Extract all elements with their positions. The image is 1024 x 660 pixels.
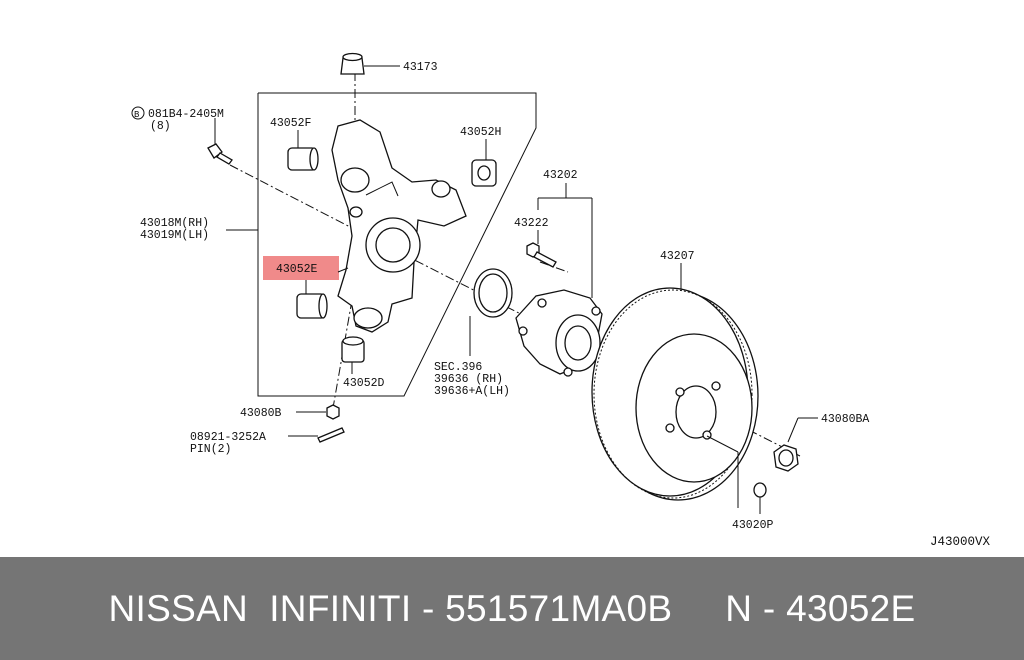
exploded-view: 43173 B 081B4-2405M (8) 43052F 43052H 43…	[131, 52, 991, 549]
label-bolt-qty: (8)	[150, 120, 171, 133]
bushing-43052E	[296, 293, 328, 319]
cotter-pin	[317, 427, 345, 443]
nut-43080B	[326, 404, 340, 420]
knuckle-group-frame	[257, 92, 537, 397]
knuckle-part	[331, 119, 467, 333]
label-43020P: 43020P	[732, 519, 774, 532]
axis-line-stud	[539, 261, 569, 273]
bushing-43052D	[341, 336, 365, 363]
label-43080B: 43080B	[240, 407, 282, 420]
bump-cap-part	[340, 52, 365, 75]
label-sec-396: SEC.396	[434, 361, 482, 374]
highlight-box	[263, 256, 339, 280]
footer-part-caption: NISSAN INFINITI - 551571MA0B N - 43052E	[108, 587, 916, 629]
hub-bolt-43222	[526, 242, 557, 268]
label-pin-qty: PIN(2)	[190, 443, 231, 456]
bushing-43052H	[471, 159, 497, 187]
footer-banner: NISSAN INFINITI - 551571MA0B N - 43052E	[0, 557, 1024, 660]
parts-diagram: 43173 B 081B4-2405M (8) 43052F 43052H 43…	[131, 52, 991, 549]
seal-ring-part	[473, 268, 513, 318]
label-43052D: 43052D	[343, 377, 385, 390]
label-43018M: 43018M(RH)	[140, 217, 209, 230]
bolt-marker-letter: B	[134, 110, 140, 120]
label-43052H: 43052H	[460, 126, 501, 139]
bolt-part	[207, 143, 233, 165]
label-43207: 43207	[660, 250, 695, 263]
wheel-nut-43080BA	[773, 444, 799, 472]
diagram-id: J43000VX	[930, 535, 991, 549]
label-43052E: 43052E	[276, 263, 318, 276]
axis-line-bolt	[229, 164, 386, 246]
brake-disc-part	[591, 287, 759, 501]
bolt-marker-circle	[131, 106, 145, 120]
label-43173: 43173	[403, 61, 438, 74]
screw-43020P	[753, 482, 767, 498]
label-43202: 43202	[543, 169, 578, 182]
label-43222: 43222	[514, 217, 549, 230]
hub-bearing-part	[515, 289, 603, 377]
label-hub-lh: 39636+A(LH)	[434, 385, 510, 398]
label-hub-rh: 39636 (RH)	[434, 373, 503, 386]
label-43019M: 43019M(LH)	[140, 229, 209, 242]
label-bolt-code: 081B4-2405M	[148, 108, 224, 121]
label-pin-code: 08921-3252A	[190, 431, 266, 444]
bushing-43052F	[287, 147, 319, 171]
label-43080BA: 43080BA	[821, 413, 869, 426]
label-43052F: 43052F	[270, 117, 312, 130]
